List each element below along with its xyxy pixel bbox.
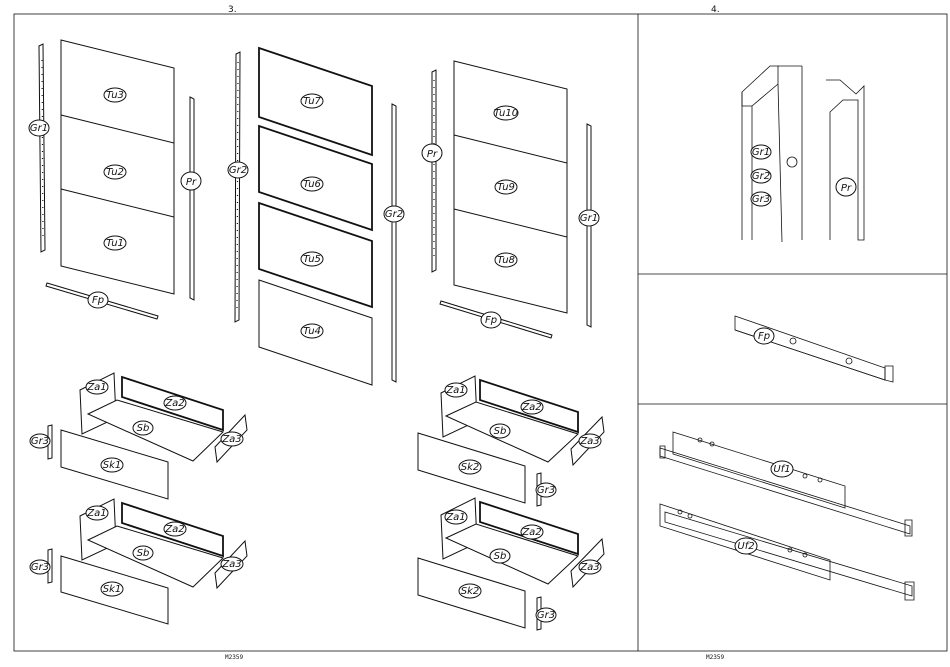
- part-code-right: M2359: [706, 654, 724, 661]
- label-gr3-2: Gr3: [31, 562, 49, 573]
- label-za2-2: Za2: [164, 524, 184, 535]
- label-pr-a: Pr: [186, 177, 197, 188]
- label-za1-3: Za1: [445, 385, 465, 396]
- label-detail-fp: Fp: [758, 331, 770, 342]
- rail-pr-1: [190, 97, 194, 300]
- column-3: [432, 61, 591, 338]
- hole-icon: [787, 157, 797, 167]
- part-code-left: M2359: [225, 654, 243, 661]
- label-uf1: Uf1: [773, 464, 790, 475]
- label-detail-gr1: Gr1: [752, 147, 770, 158]
- label-tu3: Tu3: [106, 90, 124, 101]
- label-tu1: Tu1: [106, 238, 124, 249]
- rail-gr2-a: [235, 52, 240, 322]
- rail-gr1: [39, 44, 45, 252]
- label-tu5: Tu5: [303, 254, 321, 265]
- label-gr2-b: Gr2: [385, 209, 403, 220]
- label-za3-1: Za3: [221, 434, 241, 445]
- label-gr3-1: Gr3: [31, 436, 49, 447]
- label-sb-3: Sb: [494, 426, 507, 437]
- label-gr3-4: Gr3: [537, 610, 555, 621]
- label-fp-b: Fp: [485, 315, 497, 326]
- slide-uf1: [673, 432, 845, 508]
- label-pr-b: Pr: [427, 149, 438, 160]
- drawer-left-1: [48, 373, 247, 499]
- rail-gr2-b: [392, 104, 396, 382]
- label-za2-4: Za2: [521, 527, 541, 538]
- label-sk1-2: Sk1: [103, 584, 122, 595]
- label-gr2-a: Gr2: [229, 165, 247, 176]
- label-gr1-a: Gr1: [30, 123, 48, 134]
- step-4-number: 4.: [711, 5, 720, 15]
- label-za1-2: Za1: [86, 508, 106, 519]
- label-sb-1: Sb: [137, 423, 150, 434]
- label-tu9: Tu9: [497, 182, 515, 193]
- label-tu10: Tu10: [494, 108, 518, 119]
- label-detail-gr3: Gr3: [752, 194, 770, 205]
- label-sk2-2: Sk2: [461, 586, 480, 597]
- label-detail-pr: Pr: [841, 183, 852, 194]
- label-za3-3: Za3: [579, 436, 599, 447]
- label-sb-2: Sb: [137, 548, 150, 559]
- label-tu6: Tu6: [303, 179, 321, 190]
- label-za3-2: Za3: [221, 559, 241, 570]
- detail-slides: [660, 432, 914, 600]
- label-za2-3: Za2: [521, 402, 541, 413]
- label-sk2-1: Sk2: [461, 462, 480, 473]
- drawer-left-2: [48, 499, 247, 624]
- label-za2-1: Za2: [164, 398, 184, 409]
- label-za3-4: Za3: [579, 562, 599, 573]
- label-fp-a: Fp: [92, 295, 104, 306]
- label-gr3-3: Gr3: [537, 485, 555, 496]
- column-1: [39, 40, 194, 319]
- detail-fp: [735, 316, 893, 382]
- label-za1-4: Za1: [445, 512, 465, 523]
- label-tu7: Tu7: [303, 96, 321, 107]
- label-za1-1: Za1: [86, 382, 106, 393]
- label-tu8: Tu8: [497, 255, 515, 266]
- label-detail-gr2: Gr2: [752, 171, 770, 182]
- label-tu2: Tu2: [106, 167, 124, 178]
- label-sb-4: Sb: [494, 551, 507, 562]
- step-3-number: 3.: [228, 5, 237, 15]
- label-sk1-1: Sk1: [103, 460, 122, 471]
- label-uf2: Uf2: [737, 541, 754, 552]
- label-tu4: Tu4: [303, 326, 321, 337]
- label-gr1-b: Gr1: [580, 213, 598, 224]
